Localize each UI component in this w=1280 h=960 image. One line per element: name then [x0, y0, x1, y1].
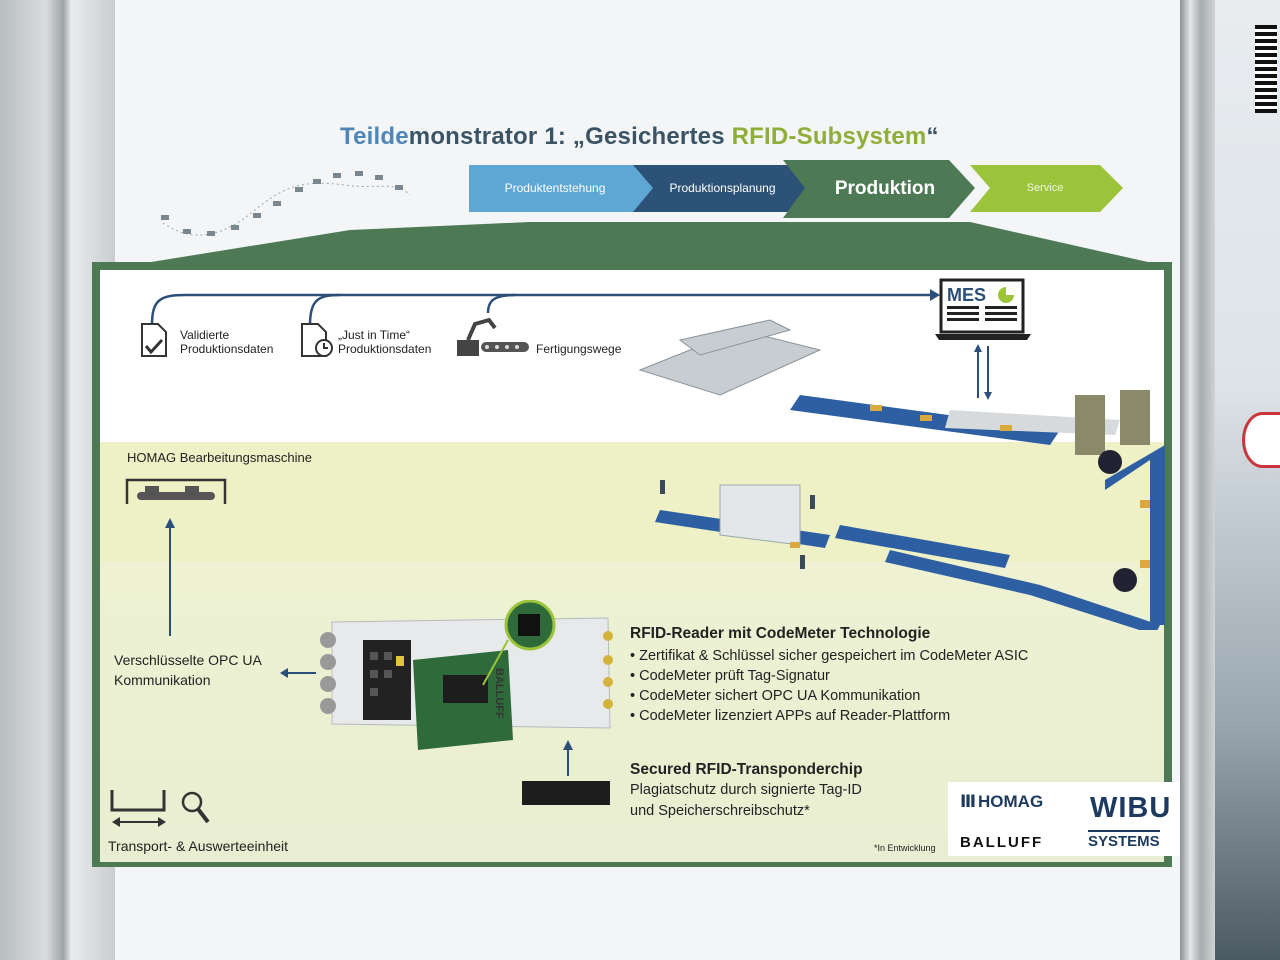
reader-heading: RFID-Reader mit CodeMeter Technologie	[630, 625, 931, 642]
transport-evaluation-icon	[110, 790, 210, 827]
phase-chevrons	[469, 160, 1123, 218]
transport-label: Transport- & Auswerteeinheit	[108, 838, 289, 854]
machine-label: HOMAG Bearbeitungsmaschine	[127, 450, 312, 465]
frame-connector	[120, 222, 1170, 267]
transponder-line-2: und Speicherschreibschutz*	[630, 803, 810, 819]
homag-logo-mark-icon: Ⅲ	[960, 792, 977, 811]
jit-data-label: „Just in Time“ Produktionsdaten	[338, 328, 432, 356]
opcua-up-arrow-icon	[165, 518, 175, 636]
partner-logos	[948, 782, 1180, 856]
opcua-label-line2: Kommunikation	[114, 672, 211, 688]
footnote: *In Entwicklung	[874, 843, 936, 853]
transponder-chip-icon	[522, 781, 610, 805]
opcua-label-line1: Verschlüsselte OPC UA	[114, 652, 262, 668]
balluff-logo: BALLUFF	[960, 834, 1044, 851]
mes-laptop-icon	[935, 278, 1031, 340]
validated-document-icon	[141, 323, 167, 357]
chevron-service: Service	[1026, 182, 1064, 194]
mes-label: MES	[947, 285, 987, 305]
transponder-heading: Secured RFID-Transponderchip	[630, 761, 863, 778]
routes-label: Fertigungswege	[536, 342, 622, 356]
process-sketch-icon	[161, 171, 411, 236]
chevron-produktion: Produktion	[834, 178, 936, 199]
booth-sign-icon	[1242, 412, 1280, 468]
wibu-logo: WIBU	[1090, 792, 1172, 824]
machine-band	[100, 442, 1164, 562]
reader-bullet-4: • CodeMeter lizenziert APPs auf Reader-P…	[630, 708, 951, 724]
device-brand-label: BALLUFF	[493, 668, 505, 719]
background-hall	[1215, 0, 1280, 960]
qr-code-icon	[1255, 25, 1277, 113]
rfid-reader-device	[320, 600, 613, 750]
homag-machine-icon	[125, 478, 227, 504]
production-line-illustration	[638, 319, 1165, 630]
data-flow-arrows	[150, 289, 940, 326]
poster-title: Teildemonstrator 1: „Gesichertes RFID-Su…	[340, 123, 939, 150]
chevron-produktionsplanung: Produktionsplanung	[669, 181, 776, 195]
mes-sync-arrows-icon	[974, 344, 992, 400]
validated-data-label: Validierte Produktionsdaten	[180, 328, 274, 356]
just-in-time-document-icon	[301, 323, 333, 357]
wibu-systems-logo: SYSTEMS	[1088, 830, 1160, 850]
reader-bullet-1: • Zertifikat & Schlüssel sicher gespeich…	[630, 648, 1029, 664]
transponder-up-arrow-icon	[563, 740, 573, 776]
transponder-line-1: Plagiatschutz durch signierte Tag-ID	[630, 782, 862, 798]
booth-frame-right	[1180, 0, 1215, 960]
left-arrow-icon	[280, 668, 316, 678]
robot-conveyor-icon	[457, 317, 529, 356]
reader-bullet-3: • CodeMeter sichert OPC UA Kommunikation	[630, 688, 921, 704]
chevron-produktentstehung: Produktentstehung	[504, 181, 606, 195]
reader-bullet-2: • CodeMeter prüft Tag-Signatur	[630, 668, 830, 684]
